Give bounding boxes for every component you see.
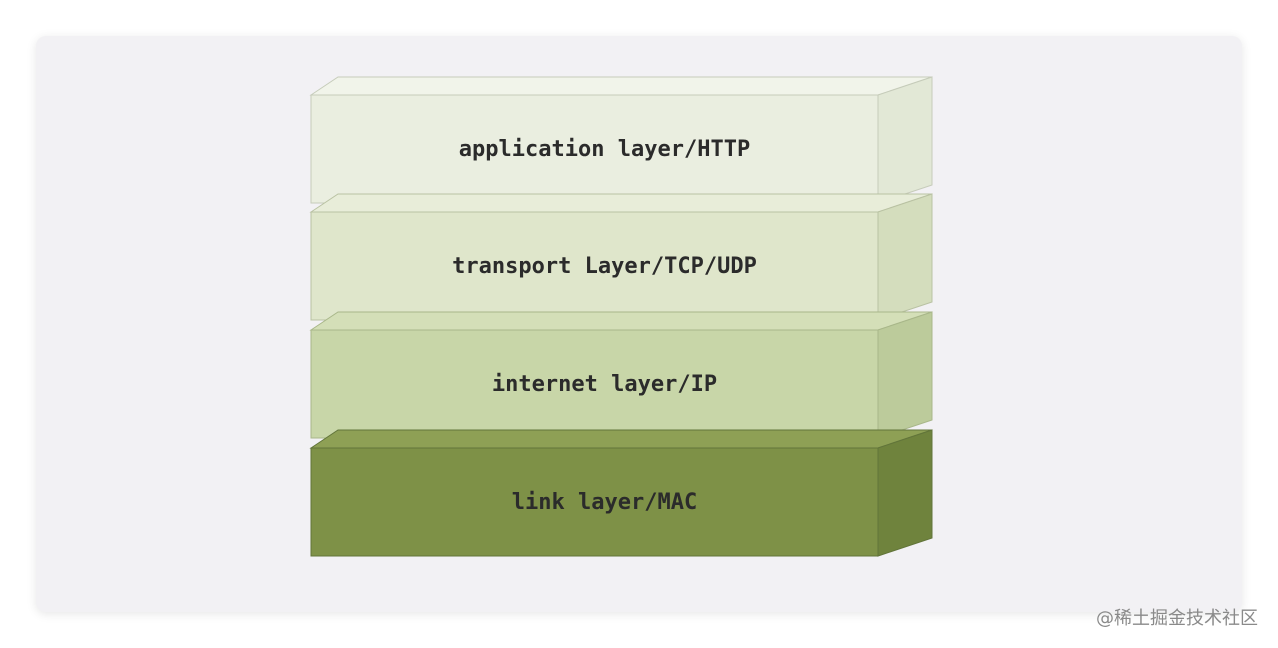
layer-label: link layer/MAC — [512, 490, 697, 515]
layer-front-face — [310, 329, 879, 439]
layer-front-face — [310, 211, 879, 321]
layer-side-face — [877, 429, 933, 557]
layer-block-3: internet layer/IP — [309, 311, 933, 439]
layer-top-face — [309, 311, 933, 331]
layer-front-face — [310, 94, 879, 204]
watermark: @稀土掘金技术社区 — [1096, 608, 1258, 629]
layer-label: transport Layer/TCP/UDP — [452, 254, 757, 279]
layer-label: application layer/HTTP — [459, 137, 750, 162]
layer-label: internet layer/IP — [492, 372, 717, 397]
layer-top-face — [309, 429, 933, 449]
layer-block-1: application layer/HTTP — [309, 76, 933, 204]
layer-side-face — [877, 193, 933, 321]
layer-top-face — [309, 76, 933, 96]
layer-side-face — [877, 311, 933, 439]
layer-block-4: link layer/MAC — [309, 429, 933, 557]
layer-front-face — [310, 447, 879, 557]
layer-top-face — [309, 193, 933, 213]
layer-side-face — [877, 76, 933, 204]
layer-block-2: transport Layer/TCP/UDP — [309, 193, 933, 321]
